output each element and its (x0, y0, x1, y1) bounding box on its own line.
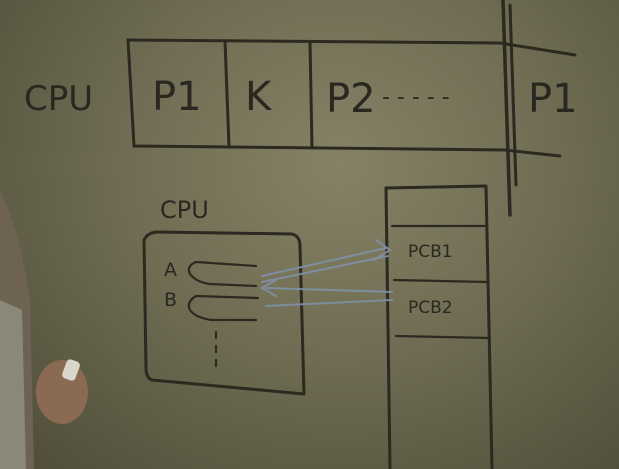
cpu-box-label: CPU (160, 196, 209, 224)
lecturer-shirt (0, 300, 26, 469)
register-a-slot-top (194, 260, 258, 268)
context-switch-line-1 (501, 0, 512, 217)
timeline-label: CPU (24, 79, 93, 119)
lecturer-hand (36, 360, 88, 424)
lecturer-arm (0, 190, 88, 469)
timeline-divider-1 (223, 39, 231, 149)
pcb-row-divider-2 (392, 278, 490, 284)
pcb-table-right-edge (384, 184, 494, 469)
register-a-slot (187, 260, 258, 288)
register-b-slot (187, 294, 258, 322)
cpu-box (142, 230, 306, 396)
restore-arrow (265, 287, 393, 293)
pcb-table-left-edge (384, 186, 392, 469)
pcb-entry-2: PCB2 (408, 298, 453, 318)
register-label-a: A (164, 259, 177, 281)
timeline-cell-p1-again: P1 (528, 76, 578, 122)
timeline-top-edge (126, 38, 577, 57)
timeline-divider-2 (308, 40, 314, 150)
register-b-slot-top (194, 294, 260, 300)
timeline-bar (126, 0, 577, 217)
marker-pen (62, 359, 80, 381)
save-arrow-head (373, 239, 392, 261)
save-arrow (261, 247, 387, 277)
timeline-bottom-edge (132, 144, 562, 158)
pcb-row-divider-3 (394, 334, 492, 340)
timeline-cell-p1: P1 (152, 74, 202, 120)
restore-arrow-head (259, 279, 277, 297)
restore-arrow-2 (265, 299, 393, 307)
timeline-cell-kernel: K (245, 74, 273, 120)
save-arrow-2 (261, 255, 389, 283)
context-switch-arrows (259, 239, 393, 307)
pcb-entry-1: PCB1 (408, 242, 453, 262)
timeline-dots: - - - - - (382, 85, 450, 110)
context-switch-line-2 (508, 3, 518, 187)
timeline-left-edge (126, 38, 136, 148)
timeline-cell-p2: P2 (326, 76, 376, 122)
register-label-b: B (164, 289, 177, 311)
